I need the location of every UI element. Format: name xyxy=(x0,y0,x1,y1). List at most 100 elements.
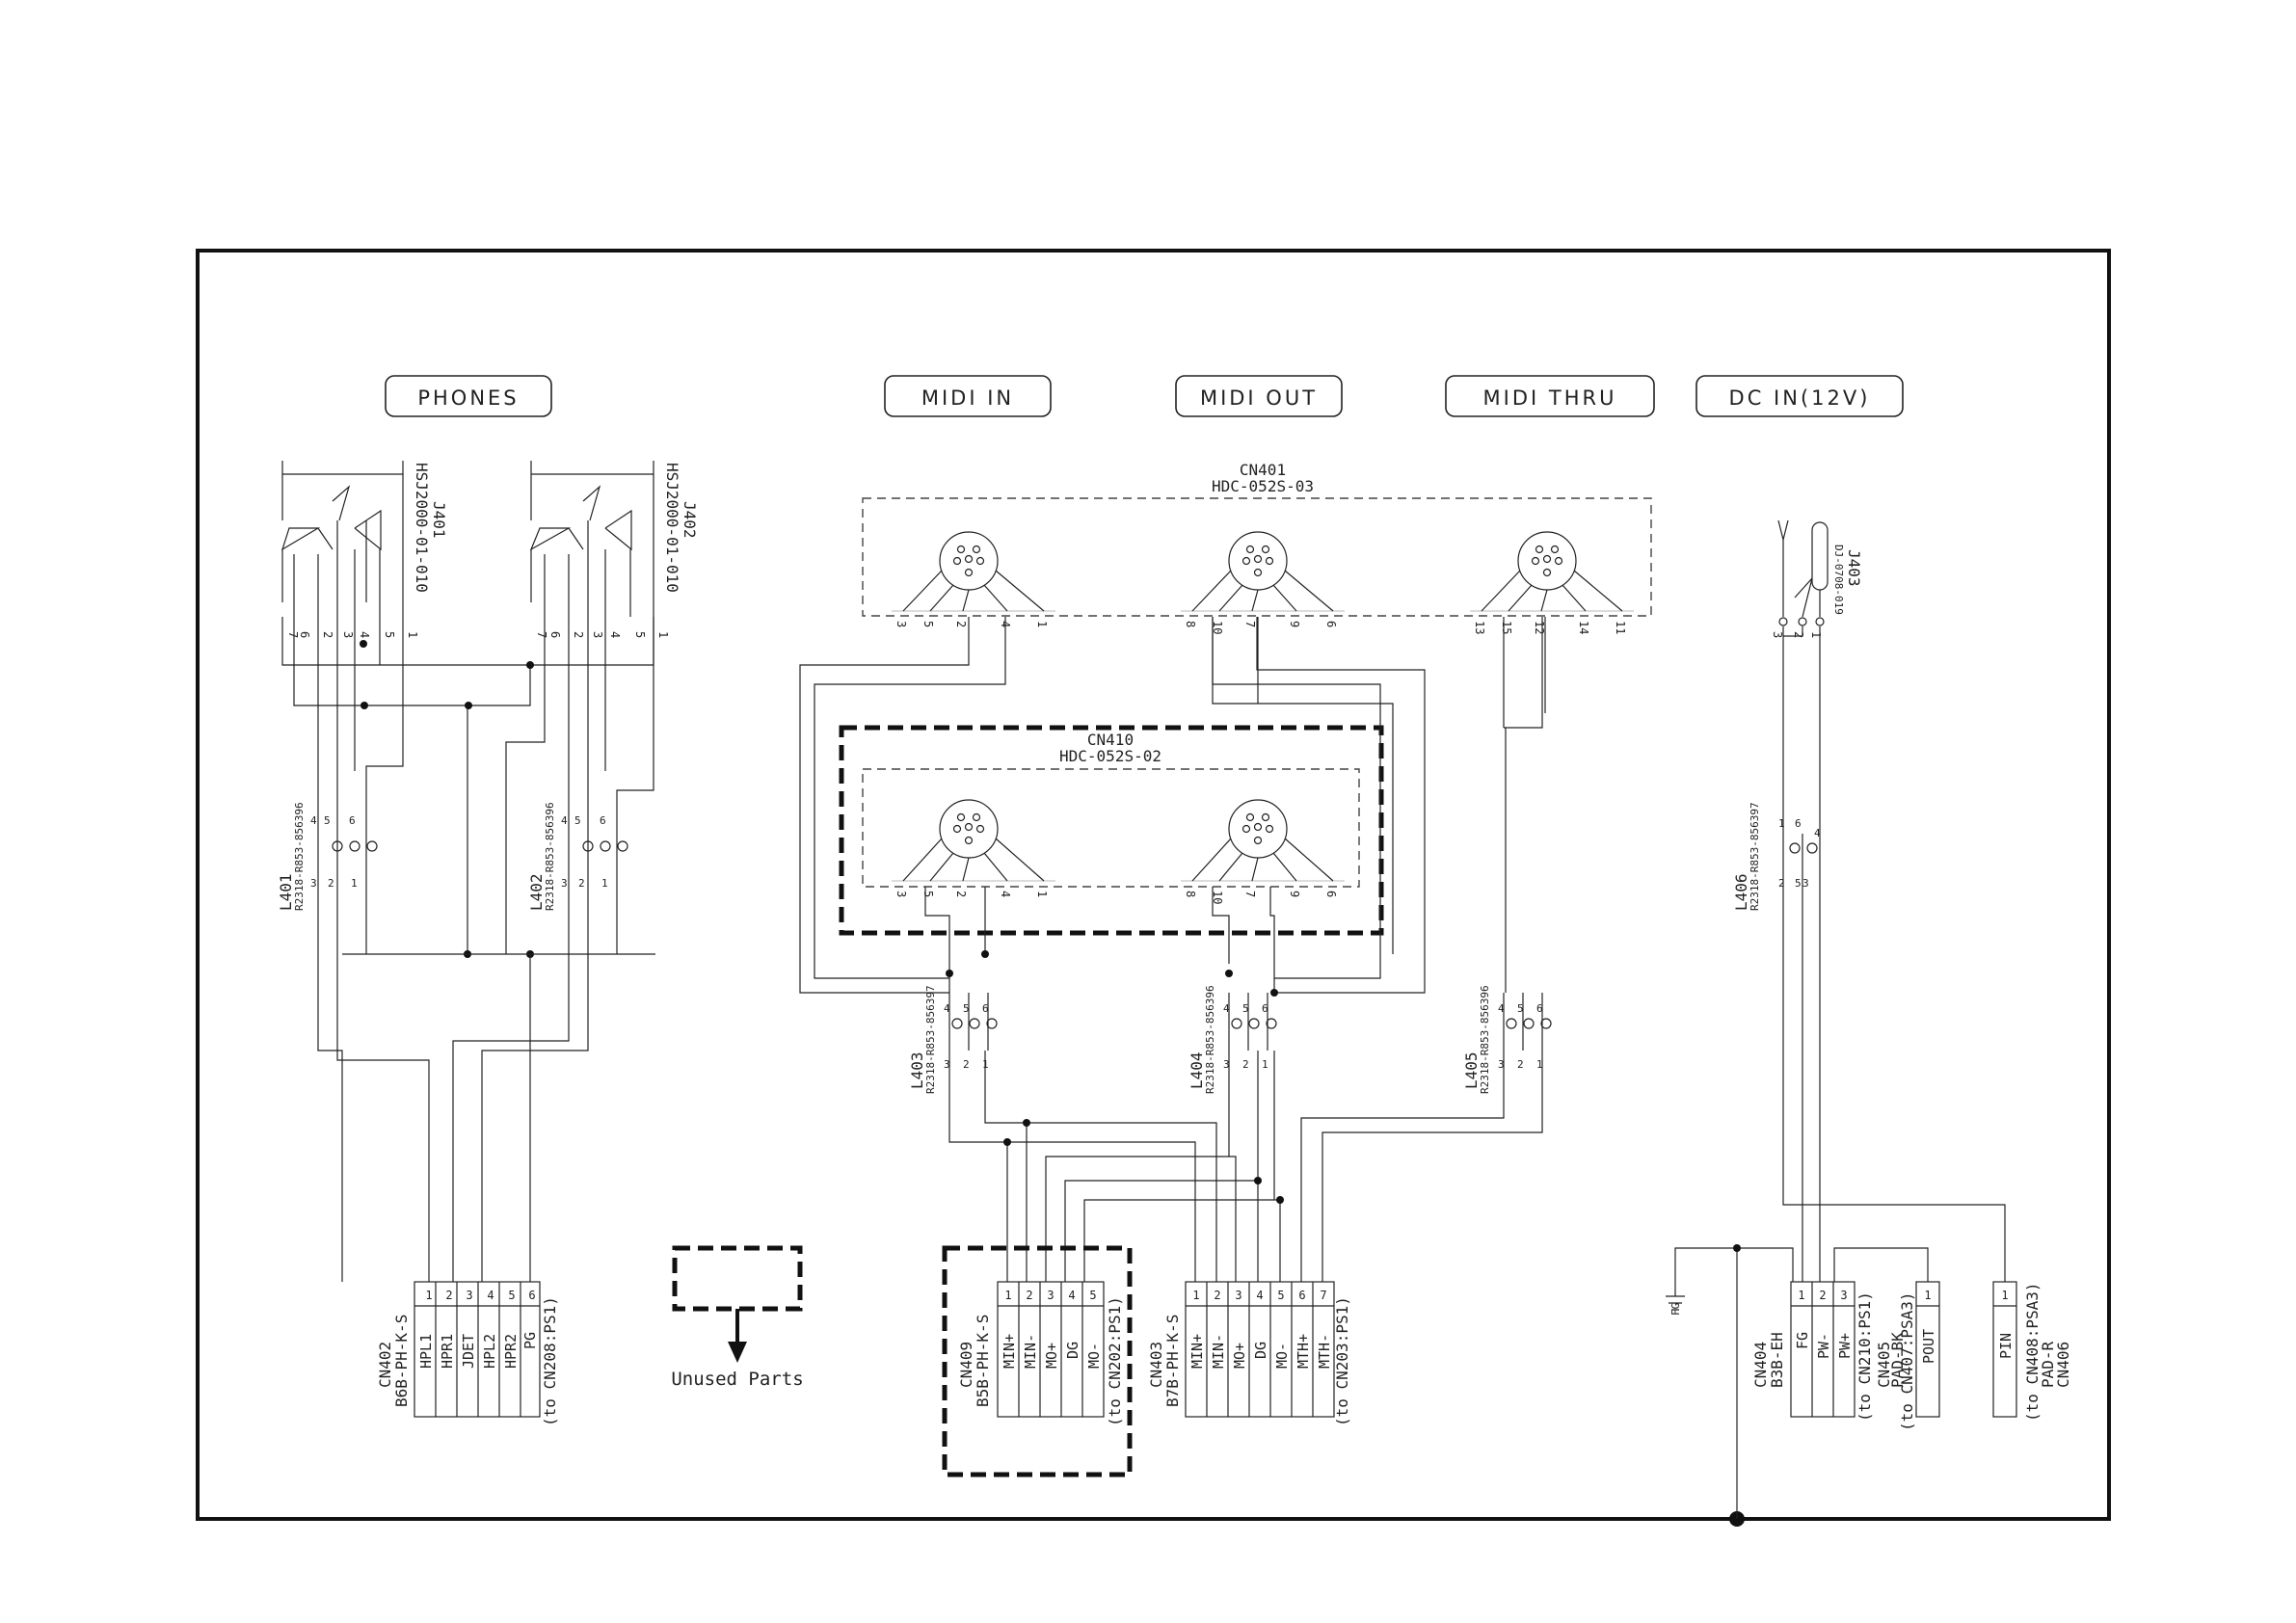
svg-text:DC IN(12V): DC IN(12V) xyxy=(1729,386,1871,410)
svg-text:3: 3 xyxy=(1047,1289,1054,1302)
svg-text:L406: L406 xyxy=(1732,873,1750,911)
svg-text:3: 3 xyxy=(341,631,355,638)
svg-text:HSJ2000-01-010: HSJ2000-01-010 xyxy=(413,463,431,593)
svg-text:MIDI OUT: MIDI OUT xyxy=(1200,386,1318,410)
svg-text:2: 2 xyxy=(1214,1289,1220,1302)
svg-text:PW+: PW+ xyxy=(1836,1333,1854,1359)
svg-text:MIN-: MIN- xyxy=(1210,1334,1227,1369)
jack-j402: 7 6 2 3 4 5 1 HSJ2000-01-010 J402 xyxy=(529,461,699,638)
svg-text:J402: J402 xyxy=(681,501,699,539)
inductor-pin-label: 3 xyxy=(1498,1058,1505,1071)
svg-text:CN410: CN410 xyxy=(1087,731,1134,749)
svg-text:(to CN210:PS1): (to CN210:PS1) xyxy=(1855,1291,1874,1422)
svg-text:R2318-R853-856397: R2318-R853-856397 xyxy=(1749,802,1761,911)
inductor-pin-label: 3 xyxy=(1223,1058,1230,1071)
svg-text:1: 1 xyxy=(425,1289,432,1302)
svg-text:2: 2 xyxy=(1819,1289,1826,1302)
svg-text:2: 2 xyxy=(328,877,334,890)
svg-text:MIDI IN: MIDI IN xyxy=(921,386,1014,410)
svg-text:MO+: MO+ xyxy=(1043,1343,1060,1369)
din-pin-label: 12 xyxy=(1533,621,1546,634)
svg-text:2: 2 xyxy=(1778,877,1785,890)
inductor-ref: L405 xyxy=(1462,1051,1481,1089)
svg-text:1: 1 xyxy=(351,877,358,890)
svg-text:R2318-R853-856396: R2318-R853-856396 xyxy=(544,802,556,911)
svg-text:1: 1 xyxy=(601,877,608,890)
svg-text:HPR1: HPR1 xyxy=(439,1334,456,1369)
svg-text:3: 3 xyxy=(561,877,568,890)
svg-text:6: 6 xyxy=(528,1289,535,1302)
svg-text:PHONES: PHONES xyxy=(417,386,519,410)
inductor-l401: 4 5 6 3 2 1 L401 R2318-R853-856396 xyxy=(277,802,430,1282)
svg-text:J401: J401 xyxy=(430,501,448,539)
svg-text:7: 7 xyxy=(1320,1289,1326,1302)
header-midi-out: MIDI OUT xyxy=(1175,375,1343,417)
inductor-pin-label: 2 xyxy=(963,1058,970,1071)
svg-text:2: 2 xyxy=(321,631,334,638)
inductor-pin-label: 3 xyxy=(944,1058,950,1071)
svg-text:6: 6 xyxy=(349,814,356,827)
svg-text:MO-: MO- xyxy=(1273,1343,1291,1369)
svg-text:4: 4 xyxy=(608,631,622,638)
din-pin-label: 2 xyxy=(954,891,968,897)
inductor-l406: 1 6 2 5 3 4 L406 R2318-R853-856397 xyxy=(1732,802,2006,1282)
svg-text:(to CN408:PSA3): (to CN408:PSA3) xyxy=(2023,1283,2042,1423)
connector-cn406: 1 PIN (to CN408:PSA3) PAD-R CN406 xyxy=(1992,1281,2072,1423)
inductor-ref: L404 xyxy=(1188,1051,1206,1089)
svg-text:B5B-PH-K-S: B5B-PH-K-S xyxy=(974,1315,992,1407)
svg-text:CN409: CN409 xyxy=(957,1342,975,1388)
svg-text:3: 3 xyxy=(466,1289,472,1302)
board-outline xyxy=(196,249,2111,1521)
din-pin-label: 1 xyxy=(1035,621,1049,627)
svg-text:1: 1 xyxy=(2001,1289,2008,1302)
svg-text:7: 7 xyxy=(535,631,548,638)
svg-text:(to CN407:PSA3): (to CN407:PSA3) xyxy=(1898,1292,1916,1432)
svg-text:CN404: CN404 xyxy=(1751,1342,1770,1388)
din-pin-label: 3 xyxy=(894,891,908,897)
svg-text:3: 3 xyxy=(591,631,604,638)
svg-text:MIDI THRU: MIDI THRU xyxy=(1483,386,1617,410)
header-phones: PHONES xyxy=(385,375,552,417)
din-pin-label: 4 xyxy=(999,891,1012,897)
inductor-pin-label: 6 xyxy=(1536,1002,1543,1015)
svg-text:5: 5 xyxy=(574,814,581,827)
svg-text:1: 1 xyxy=(656,631,670,638)
header-midi-in: MIDI IN xyxy=(884,375,1052,417)
header-dc-in: DC IN(12V) xyxy=(1695,375,1904,417)
frame-ground: FG xyxy=(1666,1244,1794,1519)
svg-text:HPL2: HPL2 xyxy=(481,1334,498,1369)
svg-text:3: 3 xyxy=(1235,1289,1241,1302)
svg-text:6: 6 xyxy=(600,814,606,827)
svg-text:5: 5 xyxy=(1089,1289,1096,1302)
header-midi-thru: MIDI THRU xyxy=(1445,375,1655,417)
svg-text:(to CN202:PS1): (to CN202:PS1) xyxy=(1106,1296,1124,1426)
svg-text:PAD-BK: PAD-BK xyxy=(1888,1332,1907,1388)
din-pin-label: 10 xyxy=(1211,621,1224,634)
svg-text:7: 7 xyxy=(286,631,300,638)
svg-text:1: 1 xyxy=(1798,1289,1804,1302)
din-pin-label: 5 xyxy=(921,891,935,897)
inductor-pin-label: 5 xyxy=(1242,1002,1249,1015)
inductor-pin-label: 6 xyxy=(982,1002,989,1015)
svg-text:3: 3 xyxy=(1802,877,1809,890)
inductor-ref: L403 xyxy=(908,1051,926,1089)
svg-text:HPL1: HPL1 xyxy=(417,1334,435,1369)
connector-cn402: 1 2 3 4 5 6 HPL1 HPR1 JDET HPL2 HPR2 PG … xyxy=(376,1281,559,1426)
svg-text:HDC-052S-02: HDC-052S-02 xyxy=(1059,747,1161,765)
svg-text:PW-: PW- xyxy=(1815,1333,1832,1359)
unused-parts-legend: Unused Parts xyxy=(671,1245,804,1390)
svg-text:6: 6 xyxy=(298,631,311,638)
midi-wiring xyxy=(799,617,1546,997)
svg-text:L402: L402 xyxy=(527,873,546,911)
svg-text:1: 1 xyxy=(406,631,419,638)
svg-text:CN401: CN401 xyxy=(1240,461,1286,479)
svg-text:POUT: POUT xyxy=(1920,1329,1937,1364)
din-pin-label: 8 xyxy=(1184,891,1197,897)
